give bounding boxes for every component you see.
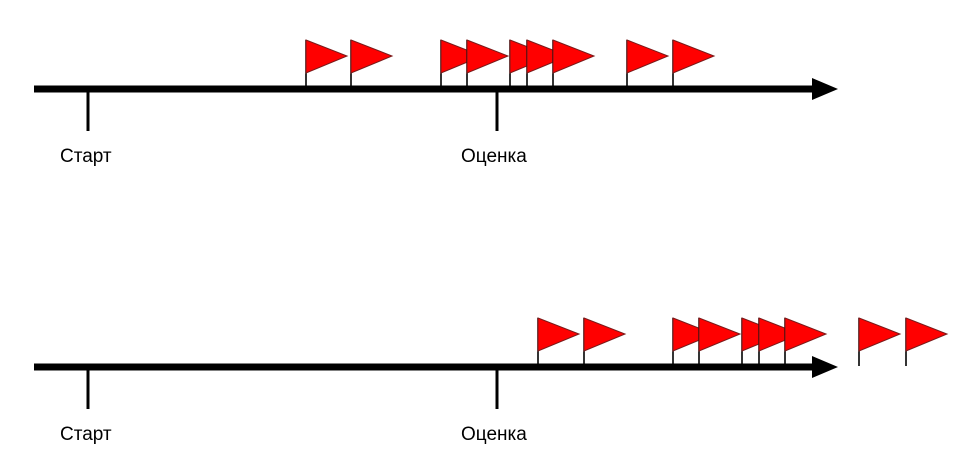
flag-icon: [466, 39, 510, 86]
flag-icon: [858, 317, 902, 366]
flag-icon: [698, 317, 742, 366]
flag-cloth: [698, 317, 742, 352]
checkpoint-label: Оценка: [461, 424, 527, 445]
flag-cloth: [552, 39, 596, 74]
start-label: Старт: [60, 424, 112, 445]
timeline-top: Старт Оценка: [34, 39, 838, 167]
flag-cloth: [858, 317, 902, 352]
flag-cloth: [672, 317, 716, 352]
arrow-right-icon: [812, 356, 838, 378]
flag-cloth: [466, 39, 510, 74]
flag-icon: [526, 39, 570, 86]
flag-icon: [758, 317, 802, 366]
flag-group: [537, 317, 949, 366]
flag-cloth: [350, 39, 394, 74]
flag-cloth: [905, 317, 949, 352]
flag-cloth: [626, 39, 670, 74]
flag-cloth: [537, 317, 581, 352]
flag-icon: [350, 39, 394, 86]
flag-group: [305, 39, 716, 86]
flag-icon: [440, 39, 484, 86]
flag-cloth: [440, 39, 484, 74]
flag-icon: [672, 317, 716, 366]
flag-icon: [672, 39, 716, 86]
flag-cloth: [583, 317, 627, 352]
start-label: Старт: [60, 146, 112, 167]
flag-icon: [552, 39, 596, 86]
flag-cloth: [784, 317, 828, 352]
flag-cloth: [305, 39, 349, 74]
arrow-right-icon: [812, 78, 838, 100]
checkpoint-label: Оценка: [461, 146, 527, 167]
flag-icon: [626, 39, 670, 86]
flag-icon: [305, 39, 349, 86]
flag-cloth: [672, 39, 716, 74]
flag-cloth: [758, 317, 802, 352]
flag-cloth: [526, 39, 570, 74]
flag-icon: [537, 317, 581, 366]
flag-icon: [583, 317, 627, 366]
flag-icon: [905, 317, 949, 366]
flag-icon: [784, 317, 828, 366]
timeline-bottom: Старт Оценка: [34, 317, 949, 445]
